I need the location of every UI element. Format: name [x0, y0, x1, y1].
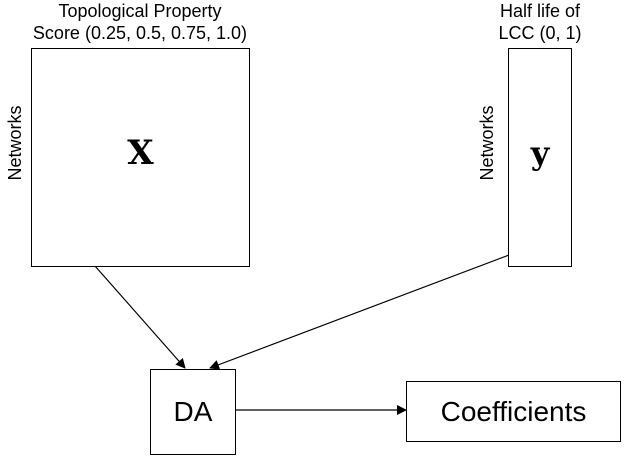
matrix-x-box: X: [31, 48, 250, 267]
arrow-y-to-da: [209, 254, 510, 370]
vector-y-row-label: Networks: [477, 105, 497, 181]
matrix-x-symbol: X: [127, 133, 154, 173]
vector-y-symbol: y: [530, 134, 550, 172]
vector-y-title-line1: Half life of: [499, 1, 581, 21]
vector-y-title: Half life of LCC (0, 1): [470, 0, 610, 44]
coefficients-node: Coefficients: [406, 381, 621, 442]
da-node: DA: [150, 369, 236, 455]
matrix-x-title: Topological Property Score (0.25, 0.5, 0…: [0, 0, 280, 44]
coefficients-label: Coefficients: [440, 395, 587, 427]
da-label: DA: [173, 396, 213, 427]
vector-y-box: y: [508, 48, 572, 267]
arrow-x-to-da: [94, 265, 186, 369]
vector-y-title-line2: LCC (0, 1): [498, 23, 582, 43]
matrix-x-title-line2: Score (0.25, 0.5, 0.75, 1.0): [32, 23, 248, 43]
matrix-x-row-label: Networks: [5, 105, 25, 181]
matrix-x-title-line1: Topological Property: [58, 1, 222, 21]
